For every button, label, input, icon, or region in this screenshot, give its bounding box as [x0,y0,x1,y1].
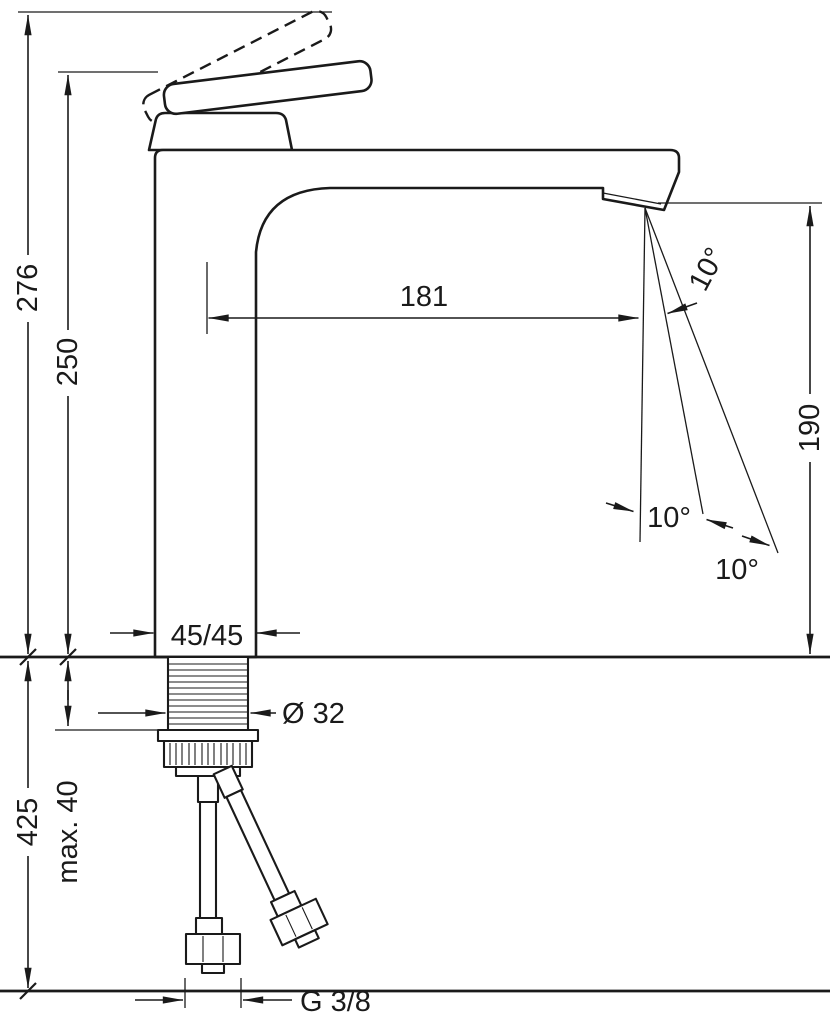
spout-body [153,148,681,659]
dim-connection-thread-label: G 3/8 [300,986,371,1018]
dim-outlet-height: 190 [658,202,826,655]
dim-hole-diameter: Ø 32 [98,698,345,730]
angle-inner-label: 10° [647,502,691,534]
hose-tube-angled [225,789,291,902]
supply-hose-straight [184,774,242,975]
dim-connection-thread: G 3/8 [135,978,371,1018]
dimension-ticks [19,648,77,1000]
dim-outlet-height-label: 190 [794,404,826,452]
hose-connector-straight [184,916,242,975]
shank-thread-lines [169,663,247,725]
dim-spout-reach: 181 [206,262,639,334]
dim-max-deck-thickness: max. 40 [52,660,166,884]
dim-body-section-label: 45/45 [171,620,244,652]
dim-hole-diameter-label: Ø 32 [282,698,345,730]
angle-aerator-label: 10° [683,243,732,297]
dim-angles: 10° 10° 10° [605,207,779,586]
handle-lever [162,59,373,116]
dim-body-section: 45/45 [110,620,300,652]
angle-outer-label: 10° [715,554,759,586]
dim-length-below-deck: 425 [12,660,44,989]
dim-total-height-label: 276 [12,264,44,312]
supply-hose-angled [212,764,329,949]
dim-total-height: 276 [12,11,332,655]
handle-base [147,111,294,152]
faucet-figure [0,9,830,993]
mounting-nut-knurl [169,743,247,765]
dim-max-deck-thickness-label: max. 40 [52,780,84,883]
hose-tube-straight [198,800,218,922]
hose-crimp-straight [196,774,220,804]
dim-spout-reach-label: 181 [400,281,448,313]
aerator-detail [602,192,662,205]
mounting-washer [156,728,260,743]
hose-connector-angled [269,889,329,949]
dim-height-to-spout-label: 250 [52,338,84,386]
dim-height-to-spout: 250 [52,71,158,655]
dim-length-below-deck-label: 425 [12,798,44,846]
